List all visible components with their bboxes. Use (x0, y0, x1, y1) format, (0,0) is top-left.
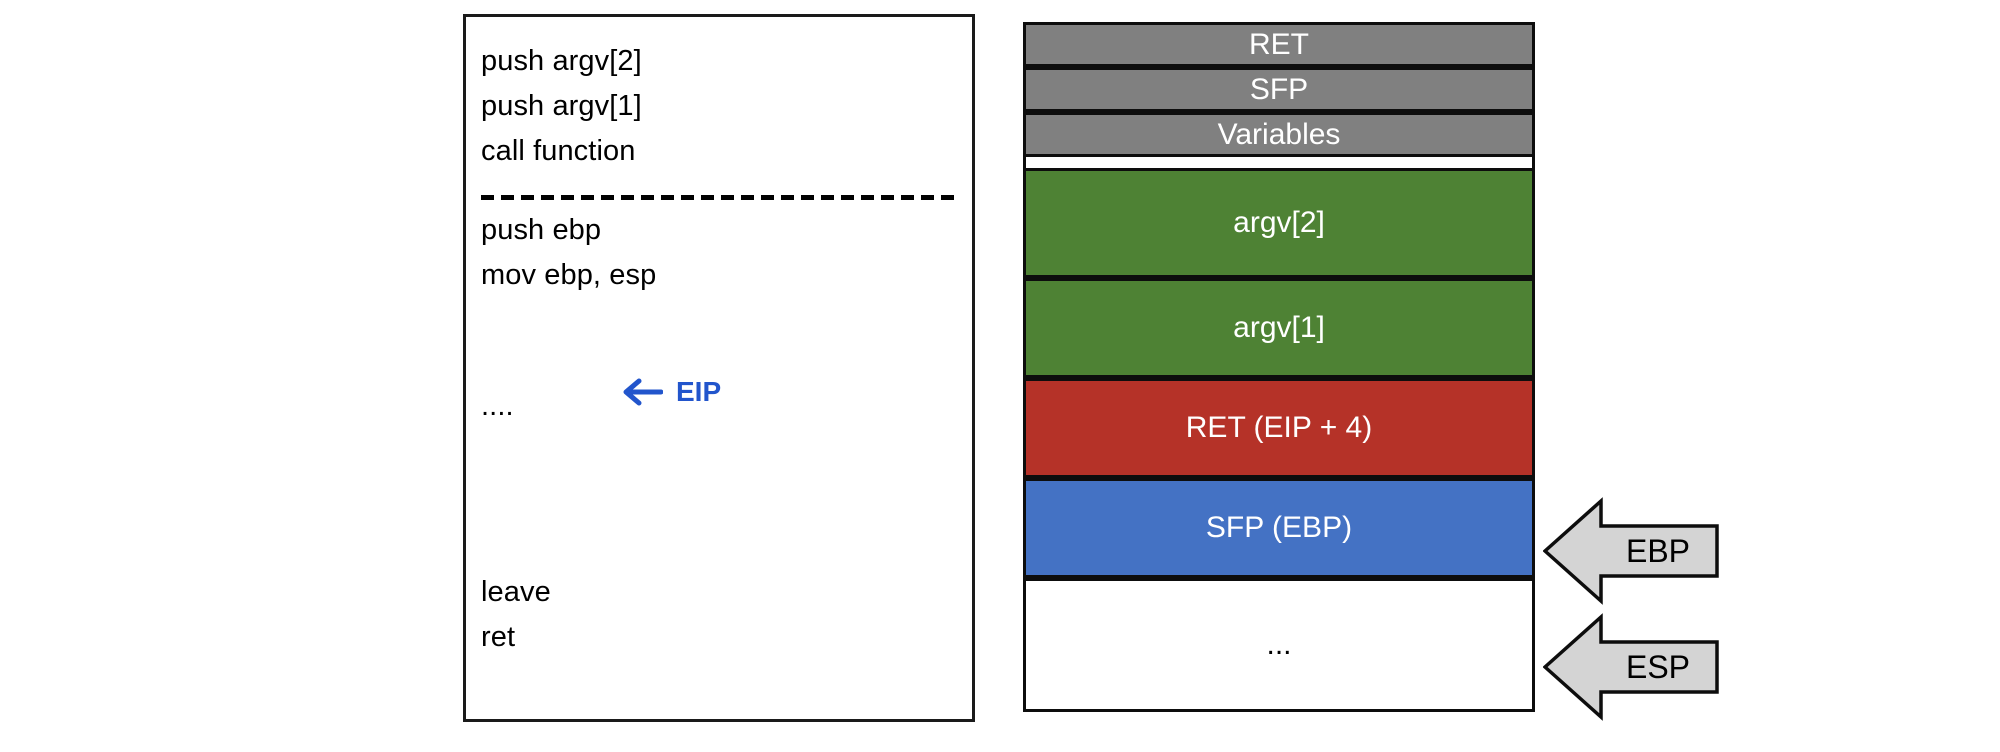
code-line-mov-ebp-esp: mov ebp, esp (481, 259, 657, 291)
stack-row-gap (1023, 157, 1535, 168)
code-line-ret: ret (481, 621, 516, 653)
stack-row-ret-eip-plus-4: RET (EIP + 4) (1023, 378, 1535, 478)
ebp-label: EBP (1625, 533, 1691, 569)
stack-row-argv2: argv[2] (1023, 168, 1535, 278)
stack-row-variables: Variables (1023, 112, 1535, 157)
stack-row-sfp-caller: SFP (1023, 67, 1535, 112)
esp-pointer-callout: ESP (1543, 613, 1719, 721)
code-separator-dashed-line (481, 187, 961, 207)
stack-row-sfp-ebp: SFP (EBP) (1023, 478, 1535, 578)
assembly-code-panel: push argv[2] push argv[1] call function … (463, 14, 975, 722)
dashed-rule (481, 195, 959, 200)
code-line-call-function: call function (481, 135, 636, 167)
left-block-arrow-icon (1543, 613, 1719, 721)
stack-diagram: RET SFP Variables argv[2] argv[1] RET (E… (1023, 22, 1535, 714)
stack-row-ret-caller: RET (1023, 22, 1535, 67)
left-arrow-icon (623, 378, 663, 406)
stack-row-empty-space: ... (1023, 578, 1535, 712)
code-line-push-ebp: push ebp (481, 214, 602, 246)
eip-label: EIP (676, 376, 722, 407)
esp-label: ESP (1625, 649, 1691, 685)
stack-row-argv1: argv[1] (1023, 278, 1535, 378)
code-line-ellipsis: .... (481, 390, 514, 422)
left-block-arrow-icon (1543, 497, 1719, 605)
eip-marker: EIP (621, 377, 721, 407)
code-line-push-argv2: push argv[2] (481, 45, 642, 77)
code-line-push-argv1: push argv[1] (481, 90, 642, 122)
code-line-leave: leave (481, 576, 551, 608)
ebp-pointer-callout: EBP (1543, 497, 1719, 605)
